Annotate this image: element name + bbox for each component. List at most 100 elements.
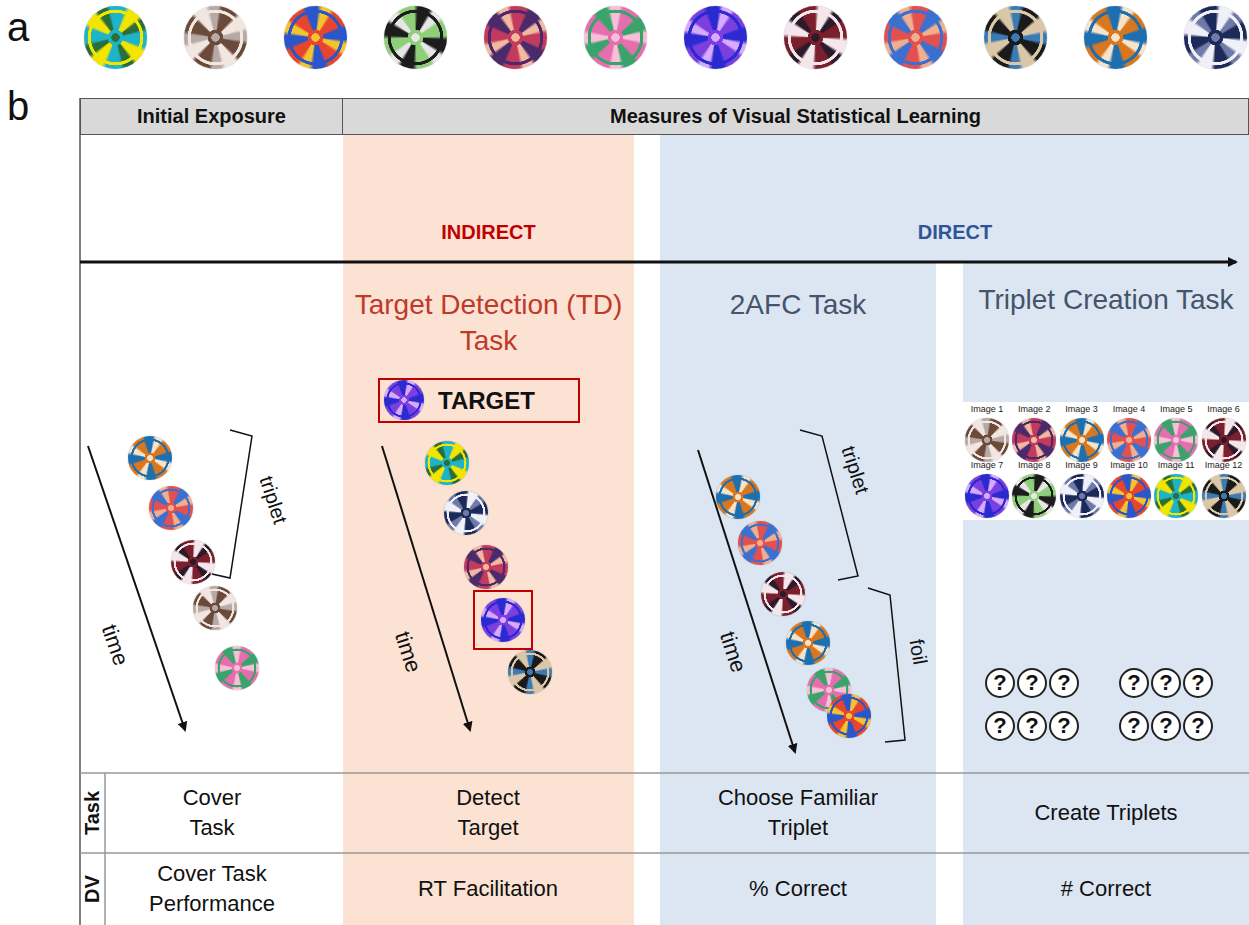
table-cell: Detect Target	[438, 783, 538, 843]
question-circle: ?	[1151, 711, 1181, 741]
pattern-image	[215, 646, 259, 690]
pattern-image	[171, 540, 215, 584]
pattern-image	[984, 6, 1047, 69]
pattern-image	[965, 418, 1009, 462]
pattern-image	[149, 486, 193, 530]
section-heading: INDIRECT	[343, 220, 634, 244]
question-circle: ?	[1017, 668, 1047, 698]
table-cell: Create Triplets	[1034, 799, 1177, 827]
pattern-image	[784, 6, 847, 69]
image-label: Image 4	[1113, 404, 1146, 415]
pattern-image	[481, 598, 525, 642]
pattern-image	[684, 6, 747, 69]
node-text: Triplet Creation Task	[973, 280, 1239, 320]
target-box: TARGET	[378, 378, 580, 423]
header-cell: Initial Exposure	[80, 98, 343, 135]
pattern-image	[425, 441, 469, 485]
question-circle: ?	[1119, 711, 1149, 741]
pattern-image	[484, 6, 547, 69]
pattern-image	[884, 6, 947, 69]
image-grid-ground	[963, 402, 1249, 520]
pattern-image	[284, 6, 347, 69]
table-cell: RT Facilitation	[418, 875, 558, 903]
image-label: Image 10	[1110, 460, 1148, 471]
row-header: Task	[80, 791, 105, 835]
direct-column	[660, 262, 936, 925]
table-cell: Choose Familiar Triplet	[708, 783, 888, 843]
table-rule	[104, 773, 106, 925]
time-arrow	[382, 446, 470, 730]
section-heading: DIRECT	[918, 220, 992, 245]
panel-letter: b	[7, 81, 29, 131]
timeline-arrow	[80, 261, 1236, 264]
pattern-image	[1107, 474, 1151, 518]
pattern-image	[444, 491, 488, 535]
pattern-image	[1202, 474, 1246, 518]
axis-label: time	[714, 628, 753, 676]
table-cell: Cover Task	[167, 783, 257, 843]
pattern-image	[827, 694, 871, 738]
question-circle: ?	[1017, 711, 1047, 741]
indirect-band	[343, 135, 634, 925]
pattern-image	[761, 572, 805, 616]
node-text: 2AFC Task	[670, 287, 926, 323]
image-label: Image 6	[1207, 404, 1240, 415]
foil-bracket	[868, 588, 905, 742]
pattern-image	[128, 436, 172, 480]
question-circle: ?	[1183, 711, 1213, 741]
node-text: Measures of Visual Statistical Learning	[610, 105, 981, 128]
pattern-image	[193, 586, 237, 630]
question-circle: ?	[1119, 668, 1149, 698]
image-label: Image 12	[1205, 460, 1243, 471]
pattern-image	[965, 474, 1009, 518]
node-text: Target Detection (TD) Task	[353, 287, 624, 359]
pattern-image	[1060, 418, 1104, 462]
image-label: Image 3	[1065, 404, 1098, 415]
pattern-image	[716, 475, 760, 519]
pattern-image	[508, 650, 552, 694]
image-label: Image 1	[971, 404, 1004, 415]
pattern-image	[1012, 474, 1056, 518]
pattern-image	[1154, 474, 1198, 518]
question-circle: ?	[985, 711, 1015, 741]
table-rule	[80, 772, 1249, 774]
pattern-image	[384, 380, 424, 420]
question-circle: ?	[1049, 711, 1079, 741]
pattern-image	[1202, 418, 1246, 462]
pattern-image	[1084, 6, 1147, 69]
image-label: Image 9	[1065, 460, 1098, 471]
pattern-image	[1107, 418, 1151, 462]
pattern-image	[584, 6, 647, 69]
table-cell: Cover Task Performance	[142, 859, 282, 919]
question-circle: ?	[1049, 668, 1079, 698]
pattern-image	[738, 521, 782, 565]
image-label: Image 5	[1160, 404, 1193, 415]
image-label: Image 8	[1018, 460, 1051, 471]
direct-column	[963, 262, 1249, 925]
image-label: Image 7	[971, 460, 1004, 471]
question-circle: ?	[985, 668, 1015, 698]
pattern-image	[1012, 418, 1056, 462]
axis-label: time	[389, 628, 428, 676]
axis-label: time	[95, 621, 135, 669]
pattern-image	[464, 545, 508, 589]
pattern-image	[1184, 6, 1247, 69]
pattern-image	[1154, 418, 1198, 462]
row-header: DV	[80, 875, 105, 903]
question-circle: ?	[1151, 668, 1181, 698]
question-circle: ?	[1183, 668, 1213, 698]
triplet-bracket	[212, 430, 252, 578]
bracket-label: foil	[903, 637, 932, 667]
node-text: TARGET	[438, 387, 535, 415]
pattern-image	[786, 621, 830, 665]
table-cell: % Correct	[749, 875, 847, 903]
image-label: Image 2	[1018, 404, 1051, 415]
node-text: Initial Exposure	[137, 105, 286, 128]
direct-band	[660, 135, 1249, 262]
bracket-label: triplet	[254, 473, 293, 527]
image-label: Image 11	[1158, 460, 1195, 471]
target-highlight	[474, 591, 532, 649]
pattern-image	[384, 6, 447, 69]
pattern-image	[184, 6, 247, 69]
